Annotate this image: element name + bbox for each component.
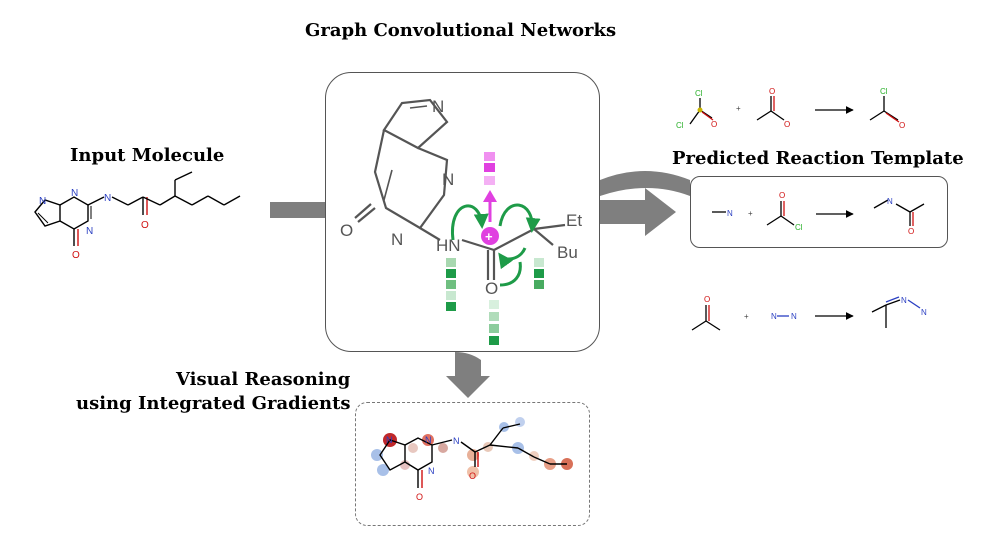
input-atom-o1: O <box>72 250 80 261</box>
r3-o: O <box>704 295 710 304</box>
vr-atom-o1: O <box>416 492 423 502</box>
r3-n1: N <box>771 312 777 321</box>
attribution-highlights <box>371 417 573 478</box>
gcn-box <box>325 72 600 352</box>
visual-molecule <box>379 423 567 488</box>
gcn-atom-o-amide: O <box>485 279 498 298</box>
gcn-to-template-arrow <box>600 171 690 236</box>
visual-reasoning-title-line2: using Integrated Gradients <box>76 393 351 414</box>
r2-n-product: N <box>887 197 893 206</box>
input-molecule <box>34 171 241 246</box>
r2-n-reactant: N <box>727 209 733 218</box>
gcn-atom-n-top: N <box>432 97 444 116</box>
r2-o-product: O <box>908 227 914 236</box>
green-gradient-bars <box>446 258 544 345</box>
r2-cl: Cl <box>795 223 803 232</box>
charge-label: + <box>485 229 493 244</box>
gcn-group-et: Et <box>566 211 582 230</box>
vr-atom-n4: N <box>453 436 460 446</box>
r3-n-product2: N <box>921 308 927 317</box>
r1-cl-top: Cl <box>695 89 703 98</box>
reaction-2 <box>712 199 925 226</box>
r3-n-product1: N <box>901 296 907 305</box>
gcn-atom-o-carbonyl: O <box>340 221 353 240</box>
gcn-to-visual-arrow <box>446 352 490 398</box>
visual-reasoning-box <box>355 402 590 526</box>
input-molecule-title: Input Molecule <box>70 145 225 166</box>
r3-plus: + <box>744 312 749 321</box>
r1-cl-product: Cl <box>880 87 888 96</box>
gcn-atom-n-lower: N <box>391 230 403 249</box>
input-to-gcn-arrow <box>270 202 325 218</box>
input-atom-n1: N <box>39 196 46 207</box>
vr-atom-n1: N <box>386 435 393 445</box>
r1-o-sulfonyl: O <box>711 120 717 129</box>
r2-o-reactant: O <box>779 191 785 200</box>
input-atom-n3: N <box>86 226 93 237</box>
template-box <box>690 176 948 248</box>
r1-o-right: O <box>784 120 790 129</box>
gcn-atom-n-ring: N <box>442 170 454 189</box>
r1-o-top: O <box>769 87 775 96</box>
input-atom-n2: N <box>71 188 78 199</box>
green-curved-arrows <box>451 203 541 287</box>
r1-plus: + <box>736 104 741 113</box>
gcn-group-bu: Bu <box>557 243 578 262</box>
input-atom-n4: N <box>104 193 111 204</box>
visual-reasoning-title-line1: Visual Reasoning <box>176 369 351 390</box>
sulfur-atom <box>697 107 703 113</box>
vr-atom-n3: N <box>428 466 435 476</box>
r3-n2: N <box>791 312 797 321</box>
gcn-atom-hn: HN <box>436 236 461 255</box>
vr-atom-o2: O <box>469 471 476 481</box>
reaction-3 <box>691 296 921 331</box>
r1-o-product: O <box>899 121 905 130</box>
gcn-title: Graph Convolutional Networks <box>305 20 617 41</box>
r1-cl-left: Cl <box>676 121 684 130</box>
reaction-1 <box>689 96 900 125</box>
vr-atom-n2: N <box>425 435 432 445</box>
magenta-attention-marks <box>481 152 499 245</box>
gcn-molecule <box>354 98 566 280</box>
r2-plus: + <box>748 209 753 218</box>
input-atom-o2: O <box>141 220 149 231</box>
predicted-template-title: Predicted Reaction Template <box>672 148 964 169</box>
